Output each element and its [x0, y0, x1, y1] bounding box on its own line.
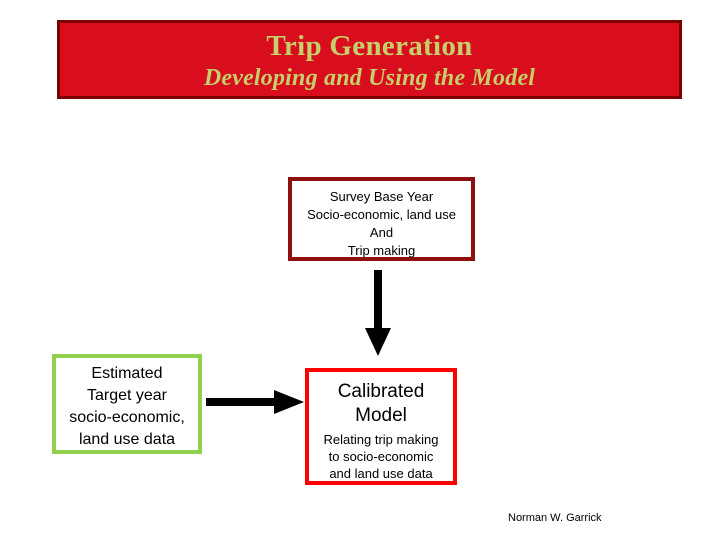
target-line-3: socio-economic, — [69, 409, 185, 426]
page-title: Trip Generation — [266, 30, 473, 62]
survey-line-1: Survey Base Year — [329, 189, 434, 204]
target-line-4: land use data — [78, 431, 176, 448]
calibrated-model-box: Calibrated Model Relating trip making to… — [305, 368, 457, 485]
estimated-target-year-box: Estimated Target year socio-economic, la… — [52, 354, 202, 454]
arrow-down-icon — [365, 270, 391, 356]
author-credit: Norman W. Garrick — [508, 512, 602, 524]
model-heading-2: Model — [355, 405, 407, 426]
model-description: Relating trip making to socio-economic a… — [309, 431, 453, 482]
survey-line-3: And — [369, 225, 394, 240]
target-line-2: Target year — [86, 387, 168, 404]
model-heading-1: Calibrated — [337, 381, 425, 402]
model-line-3: and land use data — [329, 466, 433, 481]
model-line-1: Relating trip making — [323, 432, 439, 447]
page-subtitle: Developing and Using the Model — [203, 65, 536, 91]
target-line-1: Estimated — [91, 365, 163, 382]
model-line-2: to socio-economic — [328, 449, 434, 464]
arrow-right-icon — [206, 390, 304, 414]
survey-line-2: Socio-economic, land use — [307, 207, 456, 222]
survey-base-year-box: Survey Base Year Socio-economic, land us… — [288, 177, 475, 261]
survey-line-4: Trip making — [347, 243, 416, 258]
title-banner: Trip Generation Developing and Using the… — [57, 20, 682, 99]
